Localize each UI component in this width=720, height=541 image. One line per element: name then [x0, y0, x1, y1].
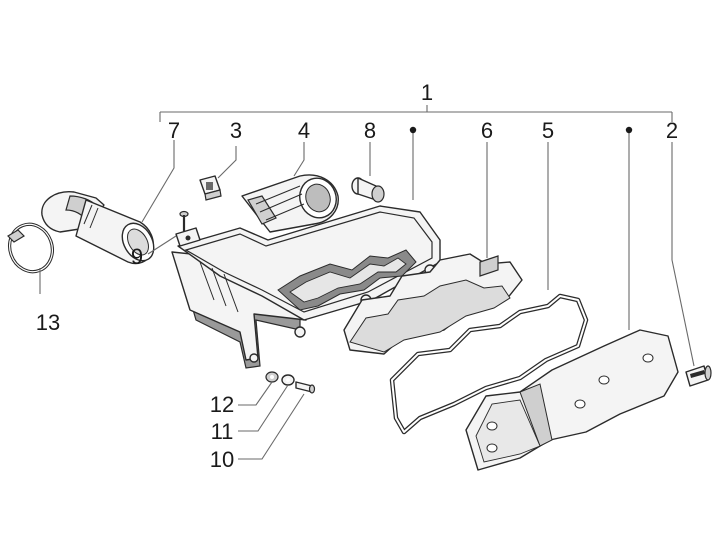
screw-part: [685, 365, 712, 387]
assembly-bracket: [159, 105, 673, 122]
callout-5: 5: [542, 118, 554, 143]
cover-plate-part: [465, 329, 679, 471]
callout-2: 2: [666, 118, 678, 143]
callout-9: 9: [131, 244, 143, 269]
hose-clamp-part: [7, 222, 54, 274]
callout-labels: 1 2 3 4 5 6 7 8 9 10 11 12 13: [36, 80, 678, 472]
intake-duct-part: [241, 174, 339, 233]
callout-1: 1: [421, 80, 433, 105]
callout-11: 11: [211, 419, 234, 444]
callout-13: 13: [36, 310, 60, 335]
filter-element-part: [343, 253, 523, 355]
callout-4: 4: [298, 118, 310, 143]
bolt-washer-stack: [265, 371, 316, 394]
callout-8: 8: [364, 118, 376, 143]
callout-3: 3: [230, 118, 242, 143]
callout-6: 6: [481, 118, 493, 143]
leader-lines: [39, 126, 695, 460]
callout-7: 7: [168, 118, 180, 143]
intake-tube-part: [41, 191, 155, 265]
gasket-part: [389, 293, 589, 435]
callout-10: 10: [210, 447, 234, 472]
clip-part: [199, 175, 222, 201]
callout-12: 12: [210, 392, 234, 417]
air-box-housing: [171, 205, 441, 369]
plug-part: [351, 177, 385, 203]
